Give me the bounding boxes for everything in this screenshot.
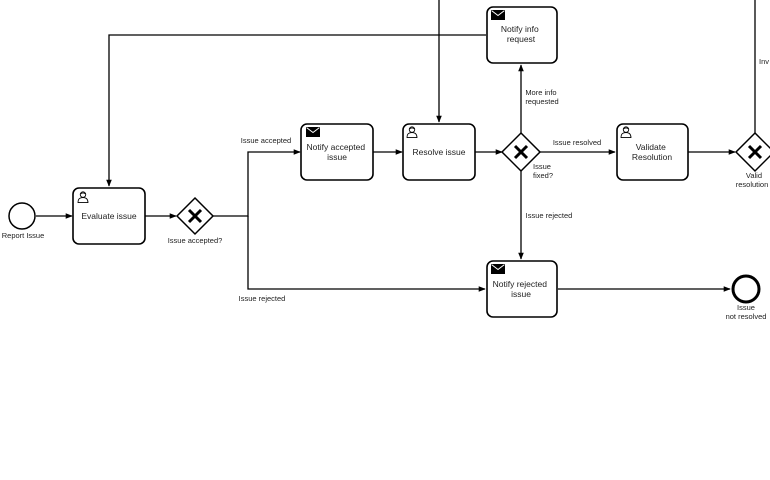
task-label-line2: issue	[511, 289, 531, 299]
svg-text:Issue not resolved: Issue not resolved	[726, 303, 767, 321]
task-validate-resolution[interactable]: Validate Resolution	[616, 123, 689, 181]
gateway-issue-fixed-label-line1: Issue	[533, 162, 551, 171]
exclusive-x-icon	[747, 144, 763, 160]
svg-text:Validate Resolution: Validate Resolution	[632, 142, 672, 162]
svg-text:Issue fixed?: Issue fixed?	[533, 162, 553, 180]
flow-label-issue-rejected: Issue rejected	[239, 294, 286, 303]
svg-text:More info requested: More info requested	[525, 88, 558, 106]
task-label-line2: Resolution	[632, 152, 672, 162]
gateway-issue-accepted[interactable]	[175, 196, 215, 236]
task-label-line2: issue	[327, 152, 347, 162]
task-label-line1: Notify info	[501, 24, 539, 34]
svg-text:Evaluate issue: Evaluate issue	[81, 211, 137, 221]
sequence-flows	[36, 0, 756, 292]
flow-label-more-info-line1: More info	[525, 88, 556, 97]
task-label: Evaluate issue	[81, 211, 137, 221]
end-event-label-line1: Issue	[737, 303, 755, 312]
exclusive-x-icon	[187, 208, 203, 224]
gateway-issue-fixed-label-line2: fixed?	[533, 171, 553, 180]
svg-text:Notify accepted issue: Notify accepted issue	[307, 142, 368, 162]
task-notify-accepted-issue[interactable]: Notify accepted issue	[300, 123, 374, 181]
envelope-icon	[491, 264, 505, 274]
flow-label-more-info-line2: requested	[525, 97, 558, 106]
flow-label-inv: Inv	[759, 57, 769, 66]
svg-text:Valid resolution: Valid resolution	[736, 171, 769, 189]
task-label-line1: Notify accepted	[307, 142, 366, 152]
svg-text:Notify info request: Notify info request	[501, 24, 541, 44]
task-notify-info-request[interactable]: Notify info request	[486, 6, 558, 64]
task-label-line1: Validate	[636, 142, 666, 152]
flow-issue-accepted	[213, 149, 301, 217]
exclusive-x-icon	[513, 144, 529, 160]
task-notify-rejected-issue[interactable]: Notify rejected issue	[486, 260, 558, 318]
gateway-valid-resolution[interactable]	[734, 131, 770, 173]
task-evaluate-issue[interactable]: Evaluate issue	[72, 187, 146, 245]
gateway-issue-accepted-label: Issue accepted?	[168, 236, 223, 245]
task-label: Resolve issue	[413, 147, 466, 157]
flow-issue-rejected-to-notify	[247, 216, 486, 292]
gateway-valid-label-line1: Valid	[746, 171, 762, 180]
start-event[interactable]	[8, 202, 36, 230]
flow-info-to-evaluate	[106, 34, 486, 187]
svg-text:Notify rejected issue: Notify rejected issue	[493, 279, 550, 299]
gateway-valid-label-line2: resolution	[736, 180, 769, 189]
gateway-issue-fixed[interactable]	[500, 131, 542, 173]
envelope-icon	[306, 127, 320, 137]
flow-label-issue-resolved: Issue resolved	[553, 138, 601, 147]
flow-label-issue-rejected-mid: Issue rejected	[526, 211, 573, 220]
end-event[interactable]	[731, 274, 761, 304]
task-label-line2: request	[507, 34, 536, 44]
svg-text:Resolve issue: Resolve issue	[413, 147, 466, 157]
start-event-label: Report Issue	[2, 231, 45, 240]
end-event-label-line2: not resolved	[726, 312, 767, 321]
envelope-icon	[491, 10, 505, 20]
task-resolve-issue[interactable]: Resolve issue	[402, 123, 476, 181]
flow-label-issue-accepted: Issue accepted	[241, 136, 291, 145]
task-label-line1: Notify rejected	[493, 279, 548, 289]
